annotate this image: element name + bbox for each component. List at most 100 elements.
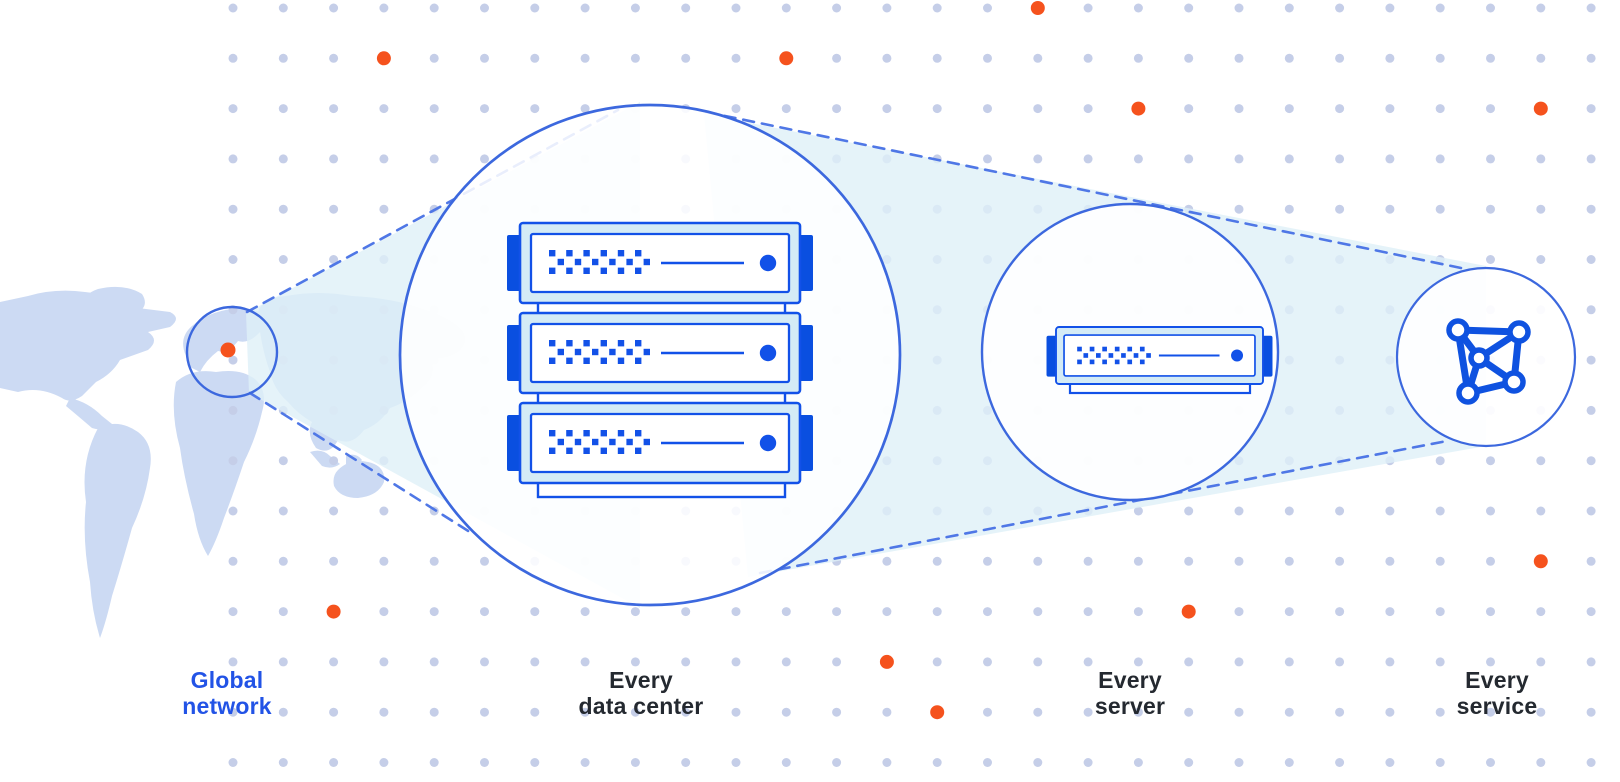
accent-dot xyxy=(1533,101,1548,116)
server-led-dot xyxy=(635,447,642,454)
server-faceplate xyxy=(529,232,791,294)
server-led-dot xyxy=(583,267,590,274)
server-led-dot xyxy=(557,348,564,356)
grid-dot xyxy=(1133,53,1143,63)
grid-dot xyxy=(1083,3,1093,13)
zoom-dash-top-right xyxy=(704,110,1463,270)
grid-dot xyxy=(278,707,288,717)
label-every-service: Every service xyxy=(1456,667,1538,720)
grid-dot xyxy=(1083,53,1093,63)
grid-dot xyxy=(882,707,892,717)
grid-dot xyxy=(1033,707,1043,717)
grid-dot xyxy=(1486,657,1495,667)
server-power-dot xyxy=(1231,349,1244,362)
server-led-dot xyxy=(566,447,573,454)
grid-dot xyxy=(1083,104,1093,114)
grid-dot xyxy=(1586,204,1596,214)
grid-dot xyxy=(983,657,992,667)
server-single xyxy=(1046,326,1273,385)
grid-dot xyxy=(480,104,489,114)
grid-dot xyxy=(580,707,590,717)
grid-dot xyxy=(781,657,791,667)
grid-dot xyxy=(681,3,691,13)
grid-dot xyxy=(1486,255,1495,264)
grid-dot xyxy=(932,3,942,13)
grid-dot xyxy=(530,657,540,667)
grid-dot xyxy=(1435,3,1445,13)
server-led-dot xyxy=(557,438,564,446)
grid-dot xyxy=(1536,506,1546,516)
grid-dot xyxy=(1586,506,1596,516)
grid-dot xyxy=(1536,154,1546,164)
grid-dot xyxy=(530,104,540,114)
grid-dot xyxy=(480,707,489,717)
grid-dot xyxy=(1234,3,1244,13)
grid-dot xyxy=(832,758,842,767)
grid-dot xyxy=(832,3,842,13)
grid-dot xyxy=(429,556,439,566)
grid-dot xyxy=(1486,456,1495,466)
grid-dot xyxy=(1033,657,1043,667)
grid-dot xyxy=(1435,657,1445,667)
grid-dot xyxy=(379,556,389,566)
grid-dot xyxy=(530,758,540,767)
server-led-dot xyxy=(600,357,607,364)
grid-dot xyxy=(983,607,992,617)
accent-dot xyxy=(1181,604,1196,619)
grid-dot xyxy=(1486,506,1495,516)
grid-dot xyxy=(580,104,590,114)
grid-dot xyxy=(278,607,288,617)
grid-dot xyxy=(1385,506,1395,516)
grid-dot xyxy=(1385,154,1395,164)
server-led-dot xyxy=(566,357,573,364)
grid-dot xyxy=(882,3,892,13)
server-tab-left xyxy=(507,325,521,381)
server-led-dot xyxy=(635,357,642,364)
server-led-dot xyxy=(566,250,573,257)
grid-dot xyxy=(580,53,590,63)
server-led-dot xyxy=(592,438,599,446)
grid-dot xyxy=(329,657,339,667)
grid-dot xyxy=(1184,104,1194,114)
grid-dot xyxy=(379,657,389,667)
grid-dot xyxy=(480,154,489,164)
grid-dot xyxy=(1335,506,1345,516)
server-led-dot xyxy=(549,340,556,347)
server-led-dot xyxy=(1114,346,1120,352)
grid-dot xyxy=(278,255,288,264)
grid-dot xyxy=(832,657,842,667)
grid-dot xyxy=(1234,607,1244,617)
grid-dot xyxy=(1385,607,1395,617)
grid-dot xyxy=(580,607,590,617)
label-global-network: Global network xyxy=(182,667,272,720)
accent-dot xyxy=(376,51,391,66)
grid-dot xyxy=(1385,657,1395,667)
grid-dot xyxy=(1536,53,1546,63)
accent-dot xyxy=(326,604,341,619)
grid-dot xyxy=(1586,405,1596,415)
grid-dot xyxy=(278,3,288,13)
server-led-dot xyxy=(574,258,582,266)
grid-dot xyxy=(1184,556,1194,566)
grid-dot xyxy=(429,154,439,164)
grid-dot xyxy=(1234,556,1244,566)
grid-dot xyxy=(1234,758,1244,767)
grid-dot xyxy=(1284,758,1294,767)
grid-dot xyxy=(1586,305,1596,315)
grid-dot xyxy=(1486,607,1495,617)
grid-dot xyxy=(630,607,640,617)
grid-dot xyxy=(1586,104,1596,114)
server-led-dot xyxy=(617,430,625,437)
grid-dot xyxy=(1586,556,1596,566)
server-led-dot xyxy=(1114,359,1120,365)
server-led-dot xyxy=(1077,346,1082,352)
server-led-dot xyxy=(609,348,616,356)
grid-dot xyxy=(1536,758,1546,767)
grid-dot xyxy=(1435,607,1445,617)
grid-dot xyxy=(379,758,389,767)
server-led-dot xyxy=(1089,346,1095,352)
server-led-dot xyxy=(549,357,556,364)
server-led-dot xyxy=(617,340,625,347)
grid-dot xyxy=(1435,154,1445,164)
